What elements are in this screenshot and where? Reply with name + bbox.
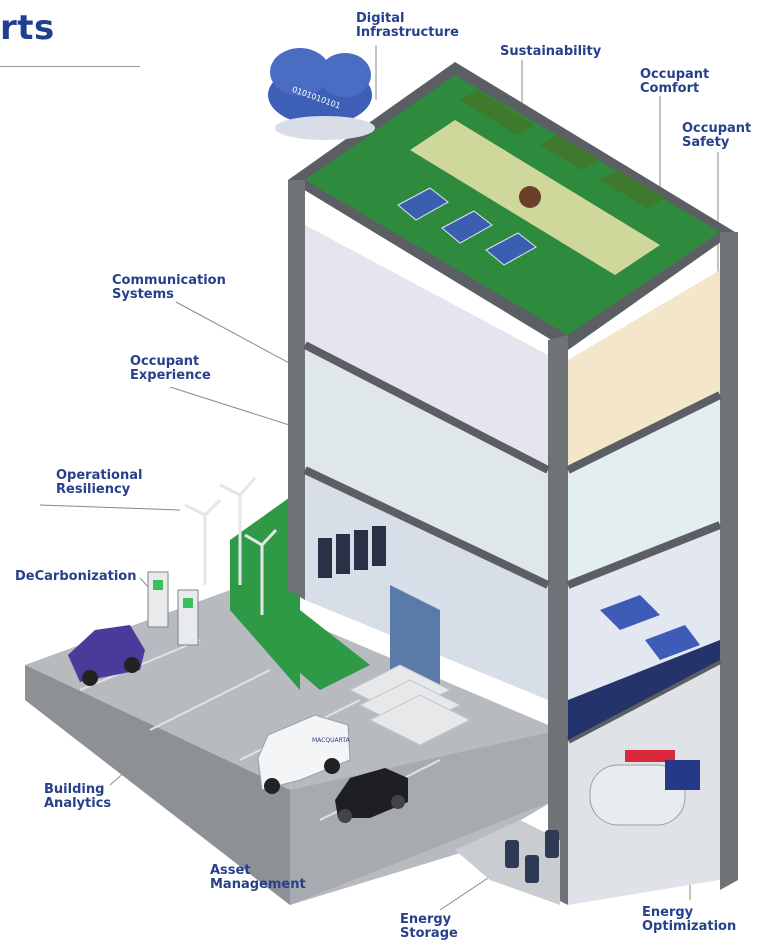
label-energy-storage: Energy Storage [400, 912, 458, 941]
lounge-sofa [645, 625, 700, 660]
label-occupant-safety: Occupant Safety [682, 121, 752, 150]
electric-car [68, 625, 145, 686]
solar-panel [441, 210, 493, 244]
roof-planter [519, 186, 541, 208]
floor-3-right [568, 270, 720, 470]
lawn-strip [250, 610, 370, 690]
building-right-column [720, 232, 738, 890]
label-asset-management: Asset Management [210, 863, 306, 892]
ground-slab-front [290, 730, 560, 905]
battery-cells [505, 830, 559, 883]
label-energy-optimization: Energy Optimization [642, 905, 737, 934]
label-operational-resiliency: Operational Resiliency [56, 468, 143, 497]
solar-panels [397, 187, 537, 266]
black-suv [335, 768, 408, 823]
wind-turbines [184, 477, 278, 615]
leader-line-resiliency [39, 504, 181, 511]
label-digital-infrastructure: Digital Infrastructure [356, 11, 459, 40]
planter-rows [460, 90, 665, 208]
leader-line-experience [169, 386, 306, 431]
building-left-column [288, 180, 305, 600]
label-sustainability: Sustainability [500, 44, 602, 59]
page-title: rts [0, 8, 55, 48]
van-logo: MACQUARTA [312, 737, 351, 744]
facade-band [568, 640, 720, 740]
server-racks [318, 526, 386, 578]
boiler-pump [665, 760, 700, 790]
lounge-sofa [600, 595, 660, 630]
building-corner-column [548, 335, 568, 905]
label-communication-systems: Communication Systems [112, 273, 226, 302]
ground-slab-side [25, 665, 290, 905]
label-occupant-comfort: Occupant Comfort [640, 67, 710, 96]
label-building-analytics: Building Analytics [44, 782, 112, 811]
boiler-pipe [625, 750, 675, 762]
label-decarbonization: DeCarbonization [15, 569, 137, 584]
boiler-tank [589, 764, 686, 826]
solar-panel [485, 232, 537, 266]
solar-panel [397, 187, 449, 221]
floor-2-left [305, 345, 548, 585]
floor-1-left [305, 470, 548, 700]
title-underline [0, 66, 140, 67]
floor-3-left [305, 225, 548, 470]
entrance-stairs [348, 664, 472, 746]
cloud-icon [268, 48, 375, 140]
delivery-van [257, 714, 351, 794]
label-occupant-experience: Occupant Experience [130, 354, 211, 383]
ev-chargers [147, 571, 199, 646]
